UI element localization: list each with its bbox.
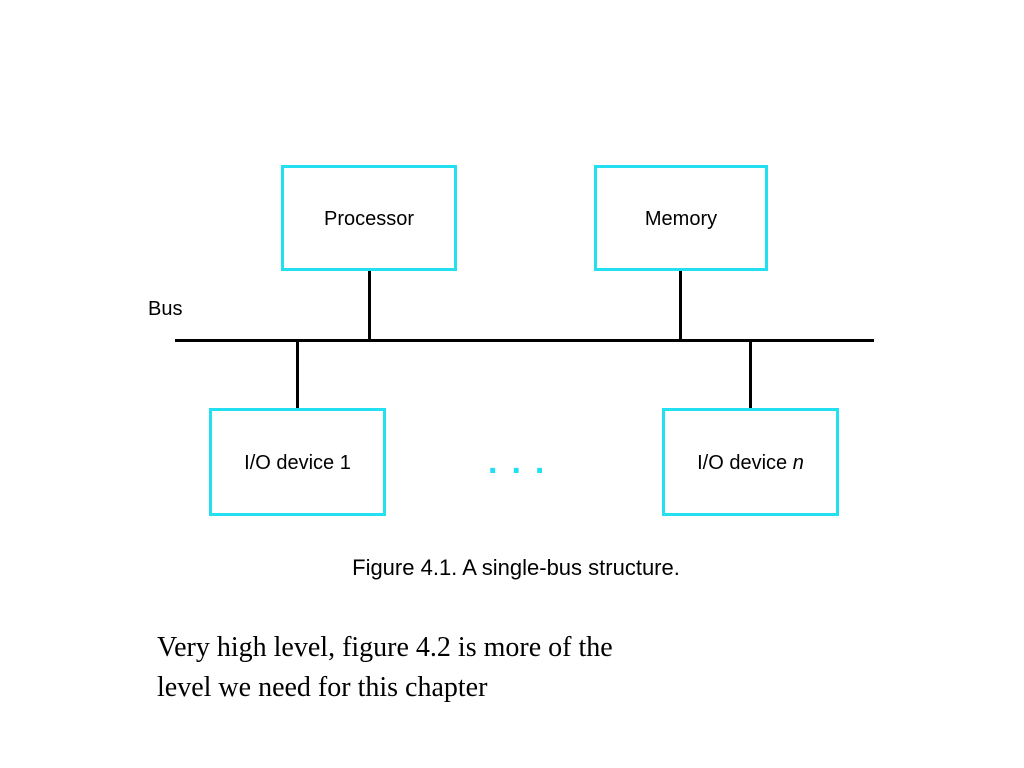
io-device-n-connector — [749, 341, 752, 408]
memory-connector — [679, 271, 682, 340]
memory-label: Memory — [644, 208, 718, 230]
io-device-n-prefix: I/O device — [697, 452, 793, 474]
memory-box: Memory — [594, 165, 768, 271]
io-device-1-box: I/O device 1 — [209, 408, 386, 516]
figure-caption: Figure 4.1. A single-bus structure. — [352, 555, 680, 580]
io-device-n-box: I/O device n — [662, 408, 839, 516]
io-device-1-connector — [296, 341, 299, 408]
bus-line — [175, 339, 874, 342]
processor-connector — [368, 271, 371, 340]
bus-label: Bus — [148, 298, 183, 320]
ellipsis-dots: ... — [488, 443, 559, 481]
processor-label: Processor — [323, 208, 415, 230]
note-line-2: level we need for this chapter — [157, 672, 488, 703]
slide-note: Very high level, figure 4.2 is more of t… — [157, 628, 857, 708]
note-line-1: Very high level, figure 4.2 is more of t… — [157, 632, 613, 663]
io-device-1-label: I/O device 1 — [244, 452, 351, 474]
processor-box: Processor — [281, 165, 457, 271]
io-device-n-label: I/O device n — [665, 452, 836, 475]
io-device-n-suffix: n — [792, 452, 804, 474]
